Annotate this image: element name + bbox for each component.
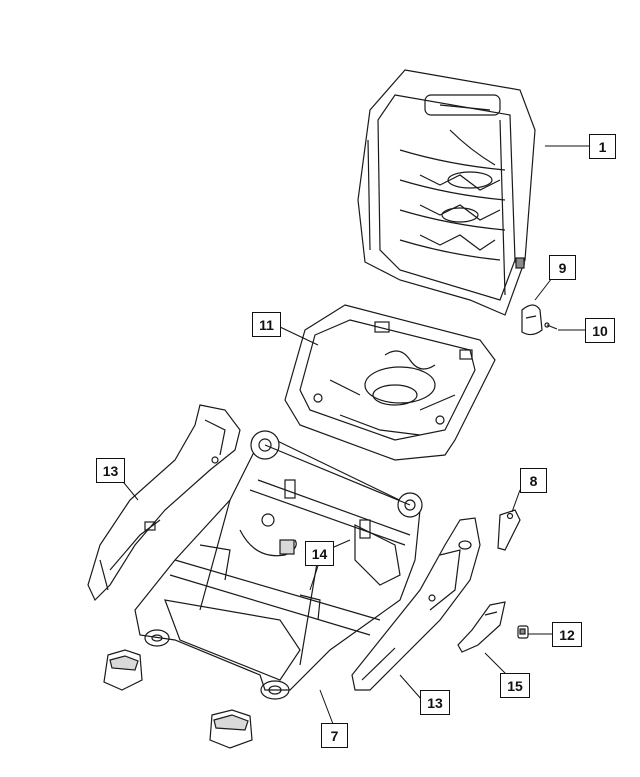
callout-11[interactable]: 11	[252, 312, 281, 337]
part-15-handle	[457, 601, 506, 653]
seat-track-assembly	[134, 430, 423, 700]
part-8-lever	[497, 509, 521, 551]
part-10-screw	[544, 322, 558, 330]
part-12-clip	[517, 625, 529, 639]
callout-8[interactable]: 8	[520, 468, 547, 493]
track-cover-rear	[209, 709, 253, 749]
left-side-shield	[87, 404, 241, 602]
callout-13-right[interactable]: 13	[420, 690, 450, 715]
seat-back-frame	[357, 69, 536, 316]
callout-9[interactable]: 9	[549, 255, 576, 280]
seat-cushion-pan	[284, 304, 496, 461]
part-9-cover	[521, 304, 543, 336]
track-cover-front	[103, 649, 143, 691]
callout-7[interactable]: 7	[321, 723, 348, 748]
callout-13-left[interactable]: 13	[96, 458, 125, 483]
callout-14[interactable]: 14	[305, 541, 334, 566]
right-side-shield	[351, 517, 481, 691]
callout-12[interactable]: 12	[552, 622, 582, 647]
callout-1[interactable]: 1	[589, 134, 616, 159]
callout-10[interactable]: 10	[585, 318, 615, 343]
callout-15[interactable]: 15	[500, 673, 530, 698]
